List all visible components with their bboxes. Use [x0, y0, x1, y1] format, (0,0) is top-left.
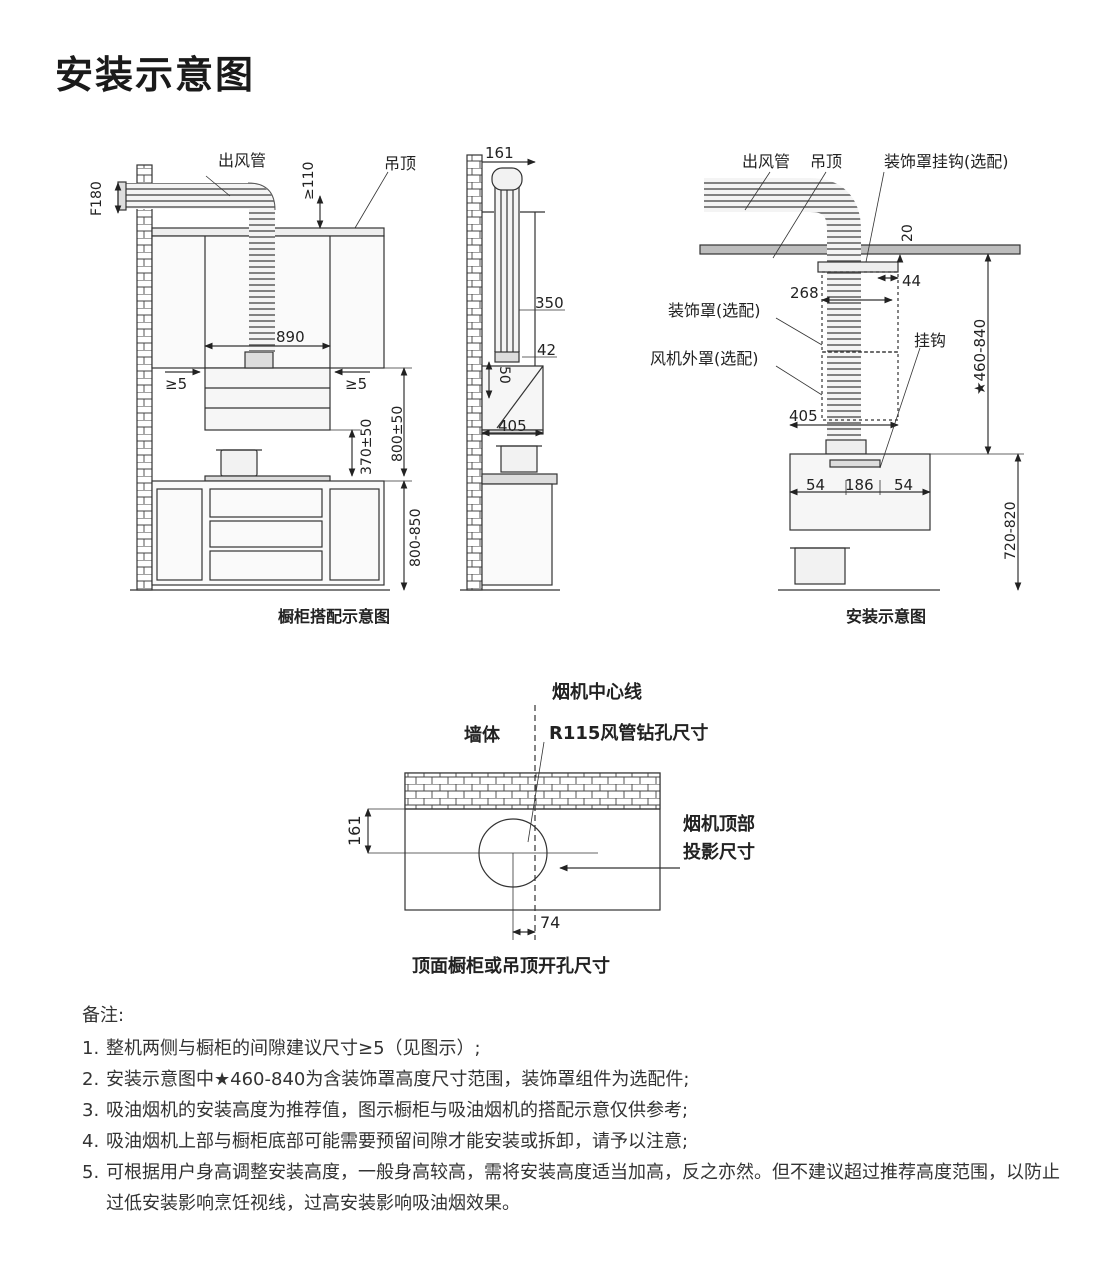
fig3-dim-720-820: 720-820 [1003, 502, 1019, 561]
brick-wall [136, 164, 153, 591]
note-text: 整机两侧与橱柜的间隙建议尺寸≥5（见图示）; [106, 1038, 481, 1059]
fig3-caption: 安装示意图 [846, 607, 926, 626]
installation-diagram [699, 171, 1024, 591]
fig3-label-ceiling: 吊顶 [810, 152, 842, 171]
page-title: 安装示意图 [55, 53, 256, 97]
fig4-label-proj-2: 投影尺寸 [683, 841, 755, 863]
fig4-dim-74: 74 [540, 913, 560, 932]
fig3-dim-268: 268 [790, 284, 819, 302]
note-item: 1. 整机两侧与橱柜的间隙建议尺寸≥5（见图示）; [82, 1033, 1072, 1064]
fig2-dim-405: 405 [498, 417, 527, 435]
note-item: 2. 安装示意图中★460-840为含装饰罩高度尺寸范围，装饰罩组件为选配件; [82, 1064, 1072, 1095]
fig3-dim-460-840: ★460-840 [971, 319, 989, 395]
fig3-dim-54-right: 54 [894, 476, 913, 494]
notes-heading: 备注: [82, 1005, 125, 1026]
fig3-dim-54-left: 54 [806, 476, 825, 494]
pot [220, 449, 258, 477]
fig3-label-cover: 装饰罩(选配) [668, 301, 761, 320]
fig3-dim-405: 405 [789, 407, 818, 425]
fig2-dim-161: 161 [485, 144, 514, 162]
fig4-label-hole: R115风管钻孔尺寸 [549, 722, 708, 744]
fig3-label-hook-opt: 装饰罩挂钩(选配) [884, 152, 1009, 171]
note-text: 安装示意图中★460-840为含装饰罩高度尺寸范围，装饰罩组件为选配件; [106, 1069, 690, 1090]
fan-shell [821, 351, 899, 421]
fig4-label-wall: 墙体 [464, 724, 501, 746]
installation-diagrams: 出风管 吊顶 F180 ≥110 890 ≥5 ≥5 370±50 800±50… [89, 144, 1024, 977]
fig1-label-duct: 出风管 [218, 151, 266, 170]
note-item: 4. 吸油烟机上部与橱柜底部可能需要预留间隙才能安装或拆卸，请予以注意; [82, 1126, 1072, 1157]
note-number: 4. [82, 1131, 100, 1152]
base-cabinet [151, 480, 385, 586]
notes-section: 备注: 1. 整机两侧与橱柜的间隙建议尺寸≥5（见图示）; 2. 安装示意图中★… [82, 1000, 1072, 1219]
fig3-label-shell: 风机外罩(选配) [650, 349, 759, 368]
install-duct [704, 178, 861, 440]
side-view-diagram [460, 154, 565, 591]
fig2-dim-50: 50 [496, 366, 512, 384]
fig1-dim-gap-left: ≥5 [165, 375, 187, 393]
fig4-label-center: 烟机中心线 [552, 681, 642, 703]
fig4-dim-161: 161 [345, 815, 364, 846]
fig4-caption: 顶面橱柜或吊顶开孔尺寸 [412, 955, 610, 977]
note-text: 吸油烟机上部与橱柜底部可能需要预留间隙才能安装或拆卸，请予以注意; [106, 1131, 689, 1152]
fig1-dim-gap-right: ≥5 [345, 375, 367, 393]
fig1-dim-f180: F180 [89, 181, 105, 216]
fig1-caption: 橱柜搭配示意图 [278, 607, 390, 626]
note-number: 2. [82, 1069, 100, 1090]
fig1-dim-800-50: 800±50 [390, 406, 406, 462]
note-item: 3. 吸油烟机的安装高度为推荐值，图示橱柜与吸油烟机的搭配示意仅供参考; [82, 1095, 1072, 1126]
fig3-dim-44: 44 [902, 272, 921, 290]
fig3-label-duct: 出风管 [742, 152, 790, 171]
fig1-dim-890: 890 [276, 328, 305, 346]
fig1-dim-800-850: 800-850 [408, 509, 424, 568]
fig3-dim-186: 186 [845, 476, 874, 494]
note-text: 可根据用户身高调整安装高度，一般身高较高，需将安装高度适当加高，反之亦然。但不建… [106, 1162, 1060, 1214]
range-hood [204, 367, 331, 431]
note-number: 3. [82, 1100, 100, 1121]
note-item: 5. 可根据用户身高调整安装高度，一般身高较高，需将安装高度适当加高，反之亦然。… [82, 1157, 1072, 1219]
fig1-dim-110: ≥110 [301, 162, 317, 200]
note-number: 1. [82, 1038, 100, 1059]
note-number: 5. [82, 1162, 100, 1183]
fig1-dim-370: 370±50 [359, 419, 375, 475]
hole-diagram [364, 705, 680, 940]
note-text: 吸油烟机的安装高度为推荐值，图示橱柜与吸油烟机的搭配示意仅供参考; [106, 1100, 689, 1121]
side-brick-wall [466, 154, 483, 591]
fig3-dim-20: 20 [900, 224, 916, 242]
fig4-label-proj-1: 烟机顶部 [683, 813, 755, 835]
fig3-label-hook: 挂钩 [914, 331, 946, 350]
exhaust-duct [124, 183, 275, 352]
fig2-dim-350: 350 [535, 294, 564, 312]
fig1-label-ceiling: 吊顶 [384, 154, 416, 173]
cabinet-diagram [114, 164, 412, 591]
fig2-dim-42: 42 [537, 341, 556, 359]
wall-strip [404, 772, 661, 810]
